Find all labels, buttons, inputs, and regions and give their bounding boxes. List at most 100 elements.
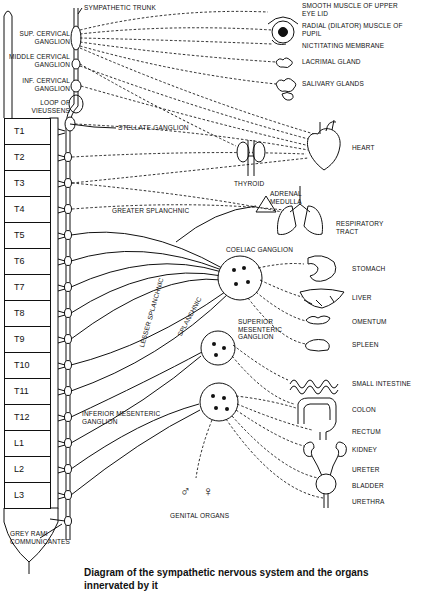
organ-label: URETHRA bbox=[352, 498, 384, 506]
organ-label: RESPIRATORY TRACT bbox=[336, 220, 406, 235]
segment-label: T2 bbox=[5, 153, 25, 162]
postganglionic-fibre bbox=[80, 48, 314, 134]
segment-label: L2 bbox=[5, 465, 24, 474]
spinal-segment: T2 bbox=[4, 144, 51, 171]
liver bbox=[300, 289, 344, 308]
heart-vessels bbox=[320, 120, 336, 134]
segment-label: T9 bbox=[5, 335, 25, 344]
part-label: SYMPATHETIC TRUNK bbox=[84, 4, 156, 12]
postganglionic-fibre bbox=[80, 66, 312, 140]
ganglion bbox=[65, 283, 72, 292]
neuron bbox=[246, 280, 250, 284]
loop-of-vieussens bbox=[69, 95, 83, 113]
segment-label: T1 bbox=[5, 127, 25, 136]
postganglionic-fibre bbox=[232, 416, 318, 478]
inferior-mesenteric-ganglion bbox=[200, 383, 238, 421]
postganglionic-fibre bbox=[72, 153, 306, 157]
segment-label: T11 bbox=[5, 387, 29, 396]
ganglion bbox=[65, 231, 72, 240]
ganglion bbox=[65, 361, 72, 370]
spinal-segment: L3 bbox=[4, 482, 51, 509]
ganglion bbox=[65, 491, 72, 500]
spinal-segment: T4 bbox=[4, 196, 51, 223]
lung bbox=[278, 206, 296, 235]
organ-label: OMENTUM bbox=[352, 318, 387, 326]
thyroid bbox=[237, 142, 249, 162]
colon bbox=[304, 404, 330, 424]
ganglion-label: SUP. CERVICAL GANGLION bbox=[8, 30, 70, 45]
small-intestine bbox=[290, 380, 338, 388]
neuron bbox=[234, 282, 238, 286]
neuron bbox=[211, 394, 215, 398]
segment-label: T7 bbox=[5, 283, 25, 292]
eye bbox=[272, 21, 294, 43]
coeliac-ganglion bbox=[218, 256, 262, 300]
organ-label: RECTUM bbox=[352, 428, 381, 436]
lung bbox=[304, 206, 322, 235]
ganglion-label: INFERIOR MESENTERIC GANGLION bbox=[82, 410, 164, 425]
spinal-segment: T12 bbox=[4, 404, 51, 431]
nerve-label: SPLANCHNIC bbox=[176, 296, 203, 338]
ganglion bbox=[65, 413, 72, 422]
organ-label: BLADDER bbox=[352, 482, 384, 490]
segment-label: T8 bbox=[5, 309, 25, 318]
bladder bbox=[316, 474, 336, 494]
neuron bbox=[222, 346, 226, 350]
ganglion-label: INF. CERVICAL GANGLION bbox=[8, 77, 70, 92]
ganglion-label: COELIAC GANGLION bbox=[226, 246, 293, 254]
postganglionic-fibre bbox=[80, 46, 276, 84]
omentum bbox=[306, 316, 330, 324]
segment-label: L1 bbox=[5, 439, 24, 448]
nictitating-membrane bbox=[272, 40, 286, 45]
ureter bbox=[312, 456, 338, 476]
postganglionic-fibre bbox=[80, 38, 272, 44]
spinal-cord-column bbox=[50, 118, 58, 508]
sex-symbol: ♂ bbox=[180, 484, 191, 498]
splanchnic-nerve bbox=[71, 352, 202, 417]
ganglion bbox=[65, 179, 72, 188]
segment-label: T12 bbox=[5, 413, 30, 422]
postganglionic-fibre bbox=[80, 42, 276, 62]
nerve-label: GREATER SPLANCHNIC bbox=[112, 207, 189, 215]
rami-communicantes bbox=[50, 129, 65, 521]
neuron bbox=[212, 342, 216, 346]
postganglionic-fibre bbox=[236, 410, 304, 446]
organ-label: STOMACH bbox=[352, 265, 385, 273]
organ-label: LIVER bbox=[352, 294, 372, 302]
ganglion bbox=[65, 465, 72, 474]
spinal-segment: T8 bbox=[4, 300, 51, 327]
organ-label: SMOOTH MUSCLE OF UPPER EYE LID bbox=[302, 2, 412, 17]
organ-label: SALIVARY GLANDS bbox=[302, 80, 364, 88]
organ-label: THYROID bbox=[234, 180, 264, 188]
sex-symbol: ♀ bbox=[203, 484, 214, 498]
postganglionic-fibre bbox=[196, 420, 212, 478]
postganglionic-fibre bbox=[233, 345, 288, 380]
segment-label: T5 bbox=[5, 231, 25, 240]
thyroid bbox=[253, 142, 265, 162]
neuron bbox=[225, 407, 229, 411]
organ-label: ADRENAL MEDULLA bbox=[270, 190, 330, 205]
ganglion bbox=[72, 59, 80, 69]
organ-label: RADIAL (DILATOR) MUSCLE OF PUPIL bbox=[302, 22, 412, 37]
spinal-segment: T7 bbox=[4, 274, 51, 301]
organ-label: COLON bbox=[352, 406, 376, 414]
spinal-cord bbox=[4, 11, 12, 118]
ganglion bbox=[65, 335, 72, 344]
leader-line bbox=[78, 8, 82, 14]
organ-label: NICTITATING MEMBRANE bbox=[302, 42, 384, 50]
lacrimal-gland bbox=[276, 58, 292, 68]
kidney bbox=[304, 442, 314, 457]
ganglion bbox=[71, 80, 81, 92]
salivary-glands bbox=[276, 79, 296, 101]
organ-label: KIDNEY bbox=[352, 446, 377, 454]
spinal-segment: L2 bbox=[4, 456, 51, 483]
neuron bbox=[214, 406, 218, 410]
splanchnic-nerve bbox=[71, 356, 201, 443]
segment-label: T10 bbox=[5, 361, 30, 370]
small-intestine bbox=[290, 386, 338, 394]
spinal-segment: T9 bbox=[4, 326, 51, 353]
spinal-segment: T5 bbox=[4, 222, 51, 249]
spleen bbox=[306, 340, 330, 352]
ganglion bbox=[71, 26, 81, 50]
